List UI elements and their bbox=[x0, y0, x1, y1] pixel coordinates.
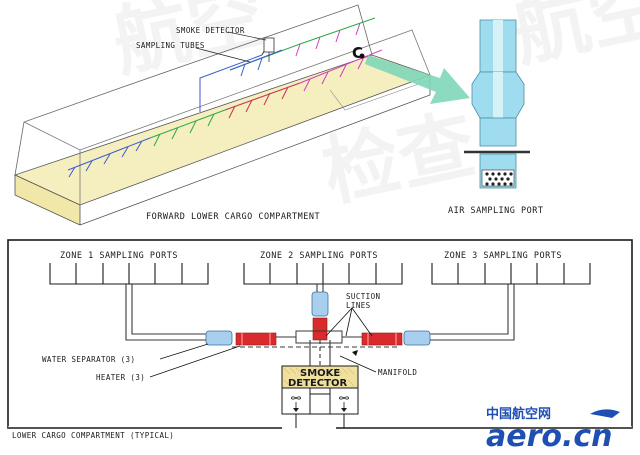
zone1-label: ZONE 1 SAMPLING PORTS bbox=[60, 251, 178, 261]
air-sampling-port-label: AIR SAMPLING PORT bbox=[448, 206, 544, 216]
detector-fans bbox=[281, 387, 359, 428]
zone2-label: ZONE 2 SAMPLING PORTS bbox=[260, 251, 378, 261]
suction-lines-label-line1: SUCTION bbox=[346, 292, 380, 301]
sampling-tubes-label: SAMPLING TUBES bbox=[136, 41, 205, 50]
heater-label: HEATER (3) bbox=[96, 373, 145, 382]
manifold-label: MANIFOLD bbox=[378, 368, 417, 377]
water-separator-label: WATER SEPARATOR (3) bbox=[42, 355, 135, 364]
air-sampling-port bbox=[464, 19, 530, 189]
zone3-ports bbox=[431, 263, 591, 285]
zone1-ports bbox=[49, 263, 209, 285]
logo-site-text: aero.cn bbox=[486, 419, 613, 454]
logo-plane-icon bbox=[590, 409, 620, 418]
water-separator-left bbox=[205, 330, 233, 346]
suction-lines-label-line2: LINES bbox=[346, 301, 371, 310]
smoke-detector-line2: DETECTOR bbox=[288, 378, 347, 389]
zone3-label: ZONE 3 SAMPLING PORTS bbox=[444, 251, 562, 261]
callout-letter: C bbox=[352, 44, 363, 62]
compartment-label: FORWARD LOWER CARGO COMPARTMENT bbox=[146, 212, 320, 222]
manifold bbox=[295, 330, 343, 344]
heater-left bbox=[235, 332, 277, 346]
heater-center bbox=[312, 317, 328, 341]
compartment-typical-label: LOWER CARGO COMPARTMENT (TYPICAL) bbox=[12, 431, 174, 440]
site-logo: 中国航空网 aero.cn bbox=[486, 406, 620, 454]
water-separator-center bbox=[311, 291, 329, 317]
water-separator-right bbox=[403, 330, 431, 346]
callout-marker bbox=[359, 53, 365, 59]
svg-text:航空: 航空 bbox=[505, 0, 640, 78]
zone2-ports bbox=[243, 263, 403, 285]
logo-chinese-text: 中国航空网 bbox=[486, 406, 551, 422]
svg-text:检查: 检查 bbox=[315, 99, 482, 218]
smoke-detector-line1: SMOKE bbox=[300, 368, 340, 379]
suction-pipes bbox=[125, 284, 515, 366]
smoke-detector-box bbox=[281, 365, 359, 389]
compartment-back-wall bbox=[14, 4, 373, 176]
smoke-detector-label: SMOKE DETECTOR bbox=[176, 26, 245, 35]
callout-arrow bbox=[365, 55, 470, 104]
